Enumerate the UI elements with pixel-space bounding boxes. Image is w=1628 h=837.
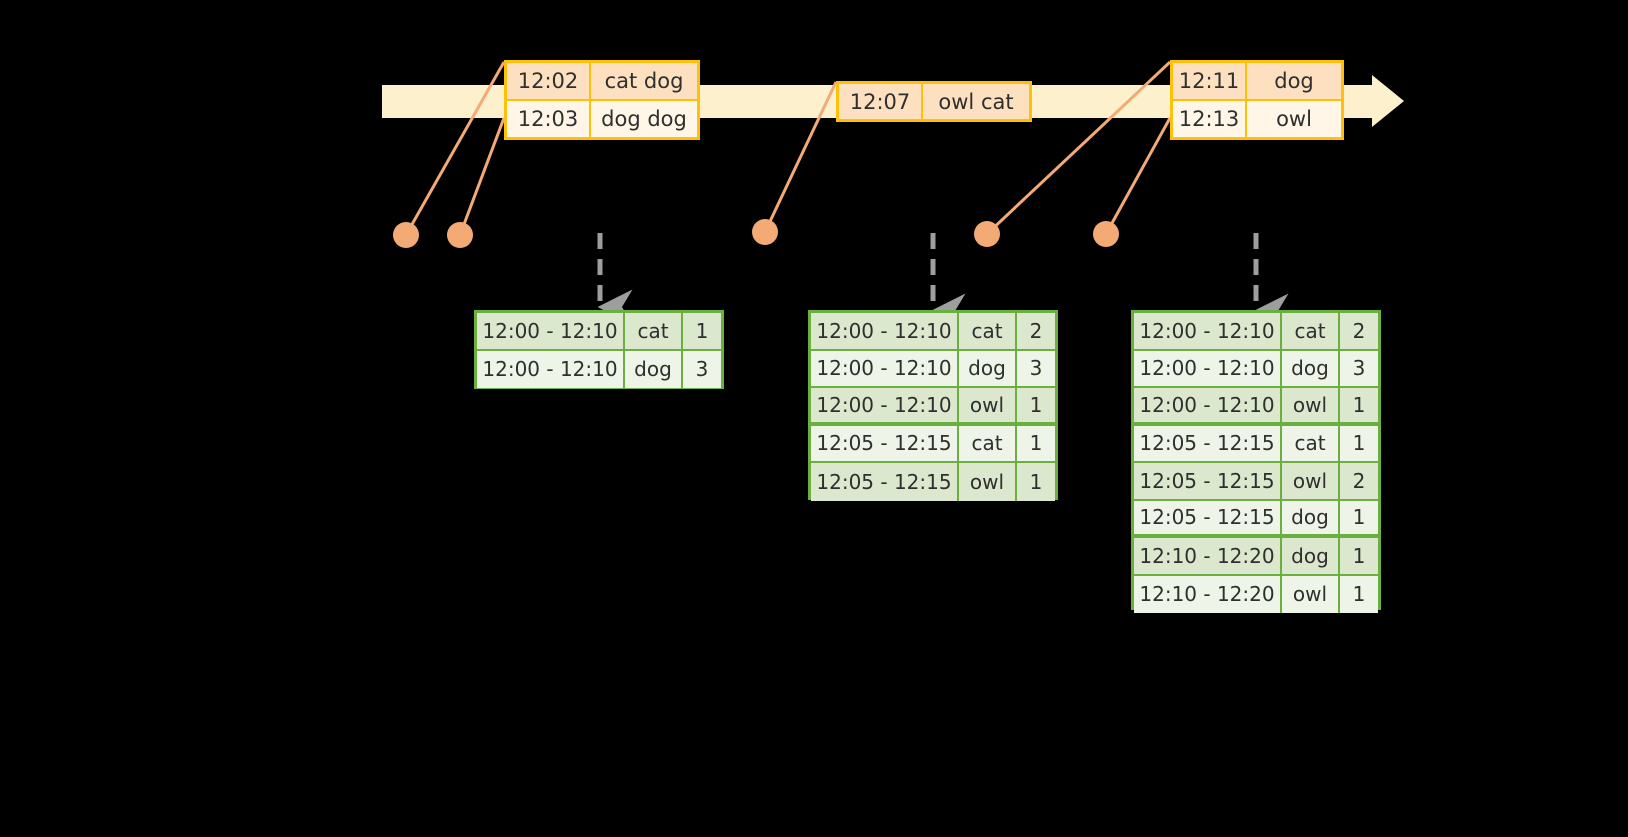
event-row[interactable]: 12:13 owl bbox=[1173, 99, 1341, 137]
table-cell-count: 2 bbox=[1340, 463, 1378, 499]
table-cell-key: owl bbox=[1282, 575, 1340, 613]
table-cell-key: cat bbox=[1282, 313, 1340, 349]
table-cell-key: dog bbox=[959, 350, 1017, 386]
event-text: dog bbox=[1247, 63, 1341, 99]
table-cell-key: dog bbox=[1282, 350, 1340, 386]
table-cell-count: 3 bbox=[1017, 350, 1055, 386]
event-time: 12:02 bbox=[507, 63, 591, 99]
table-cell-window: 12:00 - 12:10 bbox=[1134, 313, 1282, 349]
table-cell-window: 12:00 - 12:10 bbox=[477, 350, 625, 388]
table-cell-key: cat bbox=[1282, 425, 1340, 461]
table-cell-count: 1 bbox=[1340, 500, 1378, 534]
table-cell-window: 12:00 - 12:10 bbox=[477, 313, 625, 349]
event-group-3[interactable]: 12:11 dog 12:13 owl bbox=[1170, 60, 1344, 140]
event-text: cat dog bbox=[591, 63, 697, 99]
connector-dots bbox=[393, 219, 1119, 248]
table-cell-key: dog bbox=[1282, 538, 1340, 574]
dot-1213 bbox=[1093, 221, 1119, 247]
table-cell-key: cat bbox=[959, 425, 1017, 461]
table-cell-window: 12:00 - 12:10 bbox=[811, 388, 959, 422]
table-cell-window: 12:00 - 12:10 bbox=[1134, 350, 1282, 386]
table-cell-key: owl bbox=[959, 388, 1017, 422]
table-cell-count: 3 bbox=[1340, 350, 1378, 386]
down-arrows bbox=[597, 233, 1289, 329]
dot-1203 bbox=[447, 222, 473, 248]
table-cell-key: owl bbox=[1282, 388, 1340, 422]
event-row[interactable]: 12:07 owl cat bbox=[839, 84, 1029, 119]
connector-1213 bbox=[1104, 117, 1172, 235]
table-cell-count: 1 bbox=[1340, 575, 1378, 613]
table-cell-count: 1 bbox=[1017, 388, 1055, 422]
dot-1211 bbox=[974, 221, 1000, 247]
event-text: owl bbox=[1247, 101, 1341, 137]
table-cell-key: owl bbox=[1282, 463, 1340, 499]
event-row[interactable]: 12:02 cat dog bbox=[507, 63, 697, 99]
table-cell-count: 1 bbox=[1017, 463, 1055, 501]
table-cell-window: 12:00 - 12:10 bbox=[811, 313, 959, 349]
table-cell-count: 1 bbox=[1340, 425, 1378, 461]
dot-1202 bbox=[393, 222, 419, 248]
event-row[interactable]: 12:11 dog bbox=[1173, 63, 1341, 99]
event-time: 12:07 bbox=[839, 84, 923, 119]
event-row[interactable]: 12:03 dog dog bbox=[507, 99, 697, 137]
table-cell-count: 3 bbox=[683, 350, 721, 388]
table-cell-window: 12:00 - 12:10 bbox=[1134, 388, 1282, 422]
table-cell-count: 2 bbox=[1340, 313, 1378, 349]
event-text: owl cat bbox=[923, 84, 1029, 119]
table-cell-window: 12:05 - 12:15 bbox=[1134, 425, 1282, 461]
table-cell-count: 1 bbox=[1340, 538, 1378, 574]
table-cell-key: cat bbox=[959, 313, 1017, 349]
table-cell-window: 12:10 - 12:20 bbox=[1134, 575, 1282, 613]
table-cell-key: dog bbox=[625, 350, 683, 388]
table-cell-count: 2 bbox=[1017, 313, 1055, 349]
table-cell-key: cat bbox=[625, 313, 683, 349]
timeline-arrowhead bbox=[1372, 75, 1404, 127]
table-cell-key: dog bbox=[1282, 500, 1340, 534]
table-cell-key: owl bbox=[959, 463, 1017, 501]
event-time: 12:11 bbox=[1173, 63, 1247, 99]
dot-1207 bbox=[752, 219, 778, 245]
table-cell-count: 1 bbox=[1340, 388, 1378, 422]
table-cell-window: 12:05 - 12:15 bbox=[1134, 463, 1282, 499]
table-cell-window: 12:05 - 12:15 bbox=[811, 425, 959, 461]
table-cell-window: 12:05 - 12:15 bbox=[1134, 500, 1282, 534]
event-text: dog dog bbox=[591, 101, 697, 137]
connector-1203 bbox=[458, 117, 506, 236]
event-group-2[interactable]: 12:07 owl cat bbox=[836, 81, 1032, 122]
event-time: 12:03 bbox=[507, 101, 591, 137]
table-cell-window: 12:00 - 12:10 bbox=[811, 350, 959, 386]
event-group-1[interactable]: 12:02 cat dog 12:03 dog dog bbox=[504, 60, 700, 140]
event-time: 12:13 bbox=[1173, 101, 1247, 137]
table-cell-count: 1 bbox=[683, 313, 721, 349]
table-cell-window: 12:05 - 12:15 bbox=[811, 463, 959, 501]
table-cell-count: 1 bbox=[1017, 425, 1055, 461]
table-cell-window: 12:10 - 12:20 bbox=[1134, 538, 1282, 574]
